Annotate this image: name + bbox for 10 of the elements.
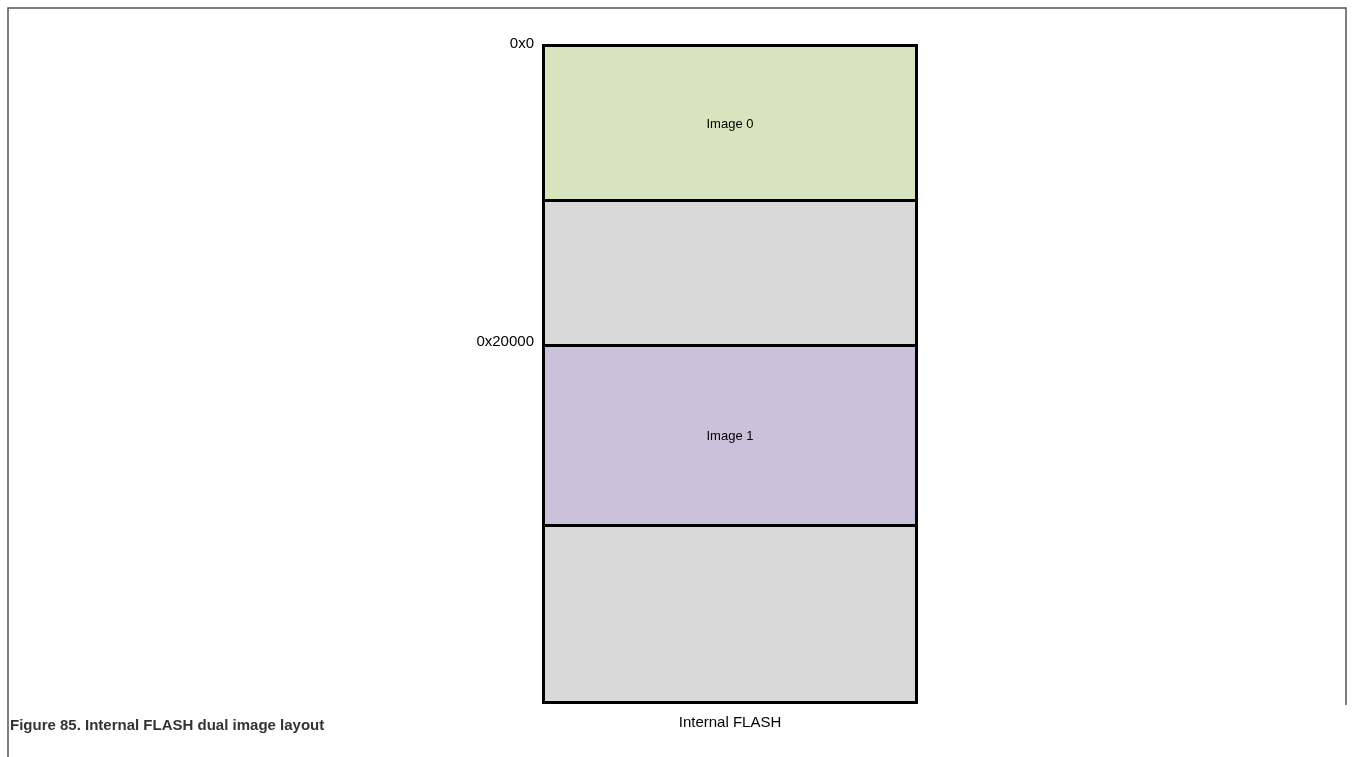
memory-name: Internal FLASH: [677, 713, 783, 730]
empty-memory-region: [542, 199, 918, 347]
region-label: Image 1: [706, 428, 754, 443]
empty-memory-region: [542, 524, 918, 704]
figure-caption: Figure 85. Internal FLASH dual image layout: [10, 716, 325, 733]
address-label: 0x20000: [475, 332, 534, 349]
memory-region: [542, 44, 918, 202]
address-label: 0x0: [508, 34, 534, 51]
memory-region: [542, 344, 918, 527]
region-label: Image 0: [706, 115, 754, 131]
